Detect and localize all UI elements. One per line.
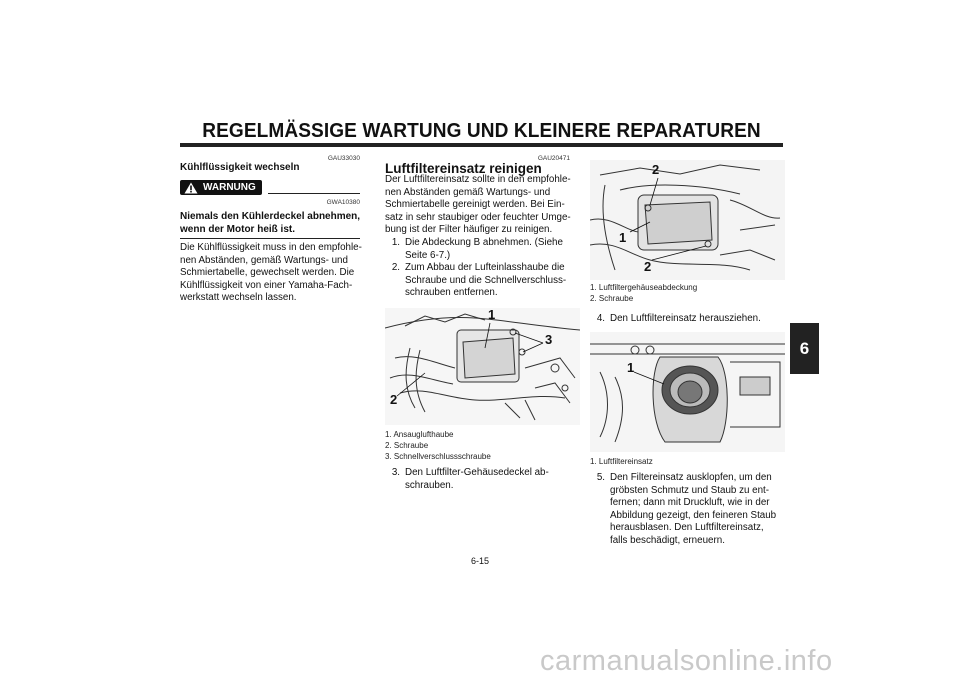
step-text: Zum Abbau der Lufteinlasshaube die Schra…: [405, 262, 566, 300]
airfilter-intro: Der Luftfiltereinsatz sollte in den empf…: [385, 174, 580, 237]
page-header-title: REGELMÄSSIGE WARTUNG UND KLEINERE REPARA…: [202, 119, 761, 142]
intro-line: satz in sehr staubiger oder feuchter Umg…: [385, 211, 571, 223]
warning-bottom-rule: [180, 238, 360, 240]
figure-intake-hood: 1 2 3: [385, 308, 580, 425]
callout-2: 2: [652, 162, 660, 177]
step-item: 1. Die Abdeckung B abnehmen. (Siehe Seit…: [385, 237, 585, 262]
step-text: Den Luftfilter-Gehäusedeckel ab- schraub…: [405, 467, 549, 492]
figure3-captions: 1. Luftfiltereinsatz: [590, 456, 653, 467]
callout-3: 3: [545, 332, 553, 347]
step-number: 3.: [391, 467, 400, 478]
step-text: Den Luftfiltereinsatz herausziehen.: [610, 313, 761, 326]
step-line: Abbildung gezeigt, den feineren Staub: [610, 509, 777, 521]
step-text: Den Filtereinsatz ausklopfen, um den grö…: [610, 472, 776, 548]
warning-triangle-icon: [184, 182, 198, 193]
step-item: 4. Den Luftfiltereinsatz herausziehen.: [590, 313, 790, 326]
step-item: 2. Zum Abbau der Lufteinlasshaube die Sc…: [385, 262, 585, 300]
coolant-body: Die Kühlflüssigkeit muss in den empfohle…: [180, 242, 365, 305]
steps-list: 1. Die Abdeckung B abnehmen. (Siehe Seit…: [385, 237, 585, 300]
intro-line: Schmiertabelle gereinigt werden. Bei Ein…: [385, 199, 565, 211]
callout-1: 1: [619, 230, 627, 245]
body-line: Die Kühlflüssigkeit muss in den empfohle…: [180, 242, 362, 253]
step-5: 5. Den Filtereinsatz ausklopfen, um den …: [590, 472, 790, 548]
body-line: werkstatt wechseln lassen.: [180, 292, 297, 304]
step-line: falls beschädigt, erneuern.: [610, 534, 725, 546]
step-line: Zum Abbau der Lufteinlasshaube die: [405, 262, 565, 274]
step-line: herausblasen. Den Luftfiltereinsatz,: [610, 522, 764, 534]
step-line: schrauben entfernen.: [405, 287, 498, 299]
step-4: 4. Den Luftfiltereinsatz herausziehen.: [590, 313, 790, 326]
section-heading-coolant: Kühlflüssigkeit wechseln: [180, 162, 300, 173]
filter-element-illustration: [590, 343, 785, 443]
body-line: nen Abständen, gemäß Wartungs- und: [180, 254, 348, 266]
step-number: 4.: [596, 313, 605, 324]
step-line: schrauben.: [405, 479, 454, 491]
section-heading-airfilter: Luftfiltereinsatz reinigen: [385, 161, 542, 176]
body-line: Schmiertabelle, gewechselt werden. Die: [180, 267, 355, 279]
chapter-tab[interactable]: 6: [790, 323, 819, 374]
step-text: Die Abdeckung B abnehmen. (Siehe Seite 6…: [405, 237, 563, 262]
section-code: GAU20471: [537, 155, 570, 162]
caption: 1. Luftfiltereinsatz: [590, 457, 653, 466]
watermark: carmanualsonline.info: [540, 645, 833, 677]
figure2-captions: 1. Luftfiltergehäuseabdeckung 2. Schraub…: [590, 282, 697, 304]
callout-1: 1: [627, 360, 635, 375]
step-number: 2.: [391, 262, 400, 274]
step-line: gröbsten Schmutz und Staub zu ent-: [610, 484, 770, 496]
callout-2: 2: [390, 392, 398, 407]
step-line: Schraube und die Schnellverschluss-: [405, 274, 567, 286]
figure1-captions: 1. Ansauglufthaube 2. Schraube 3. Schnel…: [385, 429, 491, 462]
body-line: Kühlflüssigkeit von einer Yamaha-Fach-: [180, 279, 353, 291]
step-line: Den Luftfiltereinsatz herausziehen.: [610, 313, 761, 324]
step-item: 5. Den Filtereinsatz ausklopfen, um den …: [590, 472, 790, 548]
warning-badge: WARNUNG: [180, 180, 262, 195]
callout-1: 1: [488, 308, 496, 322]
step-line: Den Filtereinsatz ausklopfen, um den: [610, 472, 772, 483]
intro-line: Der Luftfiltereinsatz sollte in den empf…: [385, 174, 571, 185]
step-line: Den Luftfilter-Gehäusedeckel ab-: [405, 467, 549, 478]
warning-rule: [268, 193, 360, 195]
step-number: 5.: [596, 472, 605, 483]
figure-filter-element: 1: [590, 332, 785, 452]
step-number: 1.: [391, 237, 400, 248]
intro-line: bung ist der Filter häufiger zu reinigen…: [385, 224, 553, 236]
page-number: 6-15: [470, 556, 489, 566]
caption: 1. Ansauglufthaube: [385, 430, 454, 439]
caption: 1. Luftfiltergehäuseabdeckung: [590, 283, 698, 292]
caption: 3. Schnellverschlussschraube: [385, 452, 491, 461]
caption: 2. Schraube: [590, 294, 634, 303]
intake-hood-illustration: [385, 313, 580, 421]
housing-cover-illustration: [590, 164, 781, 271]
warning-text-line: wenn der Motor heiß ist.: [180, 224, 296, 235]
section-code: GAU33030: [327, 155, 360, 162]
step-line: Die Abdeckung B abnehmen. (Siehe: [405, 237, 563, 248]
figure-housing-cover: 2 1 2: [590, 160, 785, 280]
caption: 2. Schraube: [385, 441, 429, 450]
intro-line: nen Abständen gemäß Wartungs- und: [385, 186, 551, 198]
warning-code: GWA10380: [326, 199, 360, 206]
warning-text-line: Niemals den Kühlerdeckel abnehmen,: [180, 211, 361, 222]
step-line: fernen; dann mit Druckluft, wie in der: [610, 497, 770, 509]
warning-label: WARNUNG: [203, 182, 256, 193]
step-3: 3. Den Luftfilter-Gehäusedeckel ab- schr…: [385, 467, 585, 492]
step-item: 3. Den Luftfilter-Gehäusedeckel ab- schr…: [385, 467, 585, 492]
step-line: Seite 6-7.): [405, 249, 451, 261]
callout-2: 2: [644, 259, 652, 274]
warning-text: Niemals den Kühlerdeckel abnehmen, wenn …: [180, 210, 360, 236]
header-rule: [180, 143, 783, 147]
